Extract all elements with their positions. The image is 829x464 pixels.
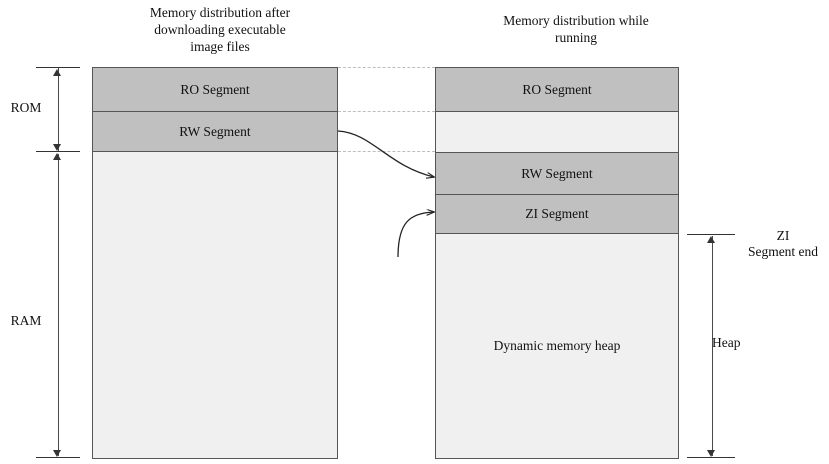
rom-bracket-arrow-down	[53, 144, 61, 151]
right-segment-zi: ZI Segment	[436, 195, 678, 234]
ram-bracket-arrow-up	[53, 153, 61, 160]
heap-bracket-cap-bottom	[687, 457, 735, 458]
alignment-line-top	[338, 67, 435, 68]
left-segment-rw-label: RW Segment	[179, 123, 251, 139]
ram-bracket-cap-bottom	[36, 457, 80, 458]
zi-segment-end-label: ZI Segment end	[747, 228, 819, 259]
rw-mapping-arrow	[337, 130, 434, 177]
zi-segment-end-cap	[687, 234, 735, 235]
rom-bracket-stem	[58, 68, 59, 151]
alignment-line-ro-bottom	[338, 111, 435, 112]
left-segment-ro-label: RO Segment	[180, 81, 250, 97]
left-panel-title: Memory distribution after downloading ex…	[149, 5, 291, 54]
heap-bracket-arrow-down	[707, 450, 715, 457]
right-segment-heap-label: Dynamic memory heap	[493, 337, 621, 353]
zi-mapping-arrow	[397, 212, 434, 258]
rom-bracket-label: ROM	[10, 100, 42, 115]
ram-bracket-label: RAM	[10, 313, 42, 328]
ram-bracket-stem	[58, 154, 59, 456]
right-segment-zi-label: ZI Segment	[525, 206, 589, 221]
alignment-line-rw-bottom	[338, 151, 435, 152]
rom-bracket-cap-bottom	[36, 151, 80, 152]
rom-bracket-arrow-up	[53, 69, 61, 76]
right-panel-title: Memory distribution while running	[503, 13, 649, 45]
right-segment-ro-label: RO Segment	[522, 81, 592, 97]
heap-bracket-arrow-up	[707, 236, 715, 243]
right-memory-column: RO Segment RW Segment ZI Segment Dynamic…	[435, 67, 679, 459]
left-memory-column: RO Segment RW Segment	[92, 67, 338, 459]
right-segment-rw: RW Segment	[436, 152, 678, 195]
left-segment-ro: RO Segment	[93, 68, 337, 112]
right-segment-rw-label: RW Segment	[521, 165, 593, 181]
heap-bracket-stem	[712, 236, 713, 456]
ram-bracket-arrow-down	[53, 450, 61, 457]
right-segment-ro: RO Segment	[436, 68, 678, 112]
heap-bracket-label: Heap	[712, 335, 741, 350]
rom-bracket-cap-top	[36, 67, 80, 68]
left-segment-rw: RW Segment	[93, 112, 337, 152]
right-segment-heap: Dynamic memory heap	[436, 234, 678, 457]
left-segment-free	[93, 152, 337, 457]
right-segment-gap	[436, 112, 678, 152]
